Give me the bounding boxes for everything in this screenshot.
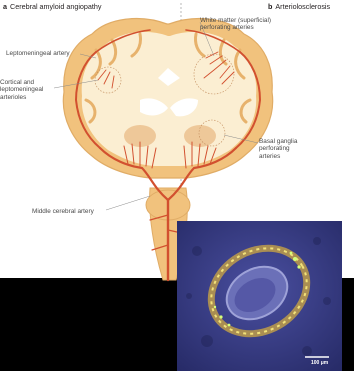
scale-bar-label: 100 μm [311,360,328,366]
label-white-matter-arteries: White matter (superficial) perforating a… [200,17,271,32]
label-basal-ganglia-arteries: Basal ganglia perforating arteries [259,138,297,160]
label-cortical-arterioles: Cortical and leptomeningeal arterioles [0,79,43,101]
histology-micrograph [177,221,342,371]
white-matter [82,32,257,166]
micrograph-image [177,221,342,371]
label-leptomeningeal-artery: Leptomeningeal artery [6,50,70,57]
label-middle-cerebral-artery: Middle cerebral artery [32,208,94,215]
